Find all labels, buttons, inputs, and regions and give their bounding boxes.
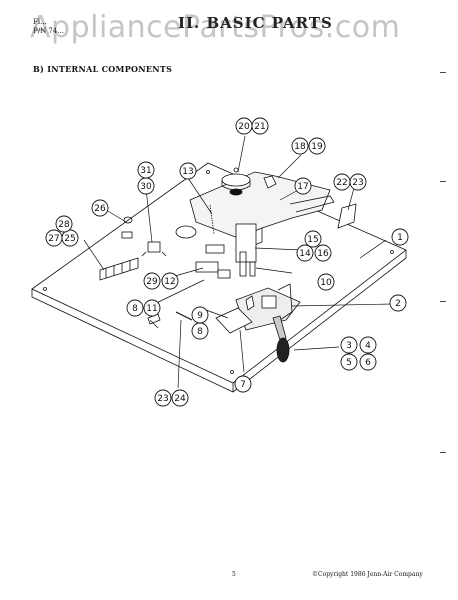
svg-text:5: 5 [346, 358, 352, 368]
svg-text:11: 11 [146, 304, 157, 314]
callout-27: 27 [45, 229, 63, 247]
watermark-text: AppliancePartsPros.com [30, 10, 401, 45]
svg-text:8: 8 [132, 304, 138, 314]
svg-text:23: 23 [352, 178, 363, 188]
callout-22: 22 [333, 173, 351, 191]
page-number: 5 [232, 571, 236, 578]
callout-7: 7 [234, 375, 252, 393]
callout-14: 14 [296, 244, 314, 262]
switch-plate [215, 307, 253, 334]
header-part-info: Fi... P/N 74... [33, 18, 64, 36]
svg-text:9: 9 [197, 311, 203, 321]
svg-text:22: 22 [336, 178, 347, 188]
terminal-block [99, 257, 139, 281]
mounting-bracket [337, 203, 357, 229]
header-left-line1: Fi... [33, 18, 47, 26]
callout-8: 8 [126, 299, 144, 317]
blower-motor [221, 167, 251, 191]
callout-19: 19 [308, 137, 326, 155]
svg-text:28: 28 [58, 220, 70, 230]
control-knob [272, 315, 290, 363]
callout-24: 24 [171, 389, 189, 407]
svg-text:16: 16 [317, 249, 329, 259]
callout-26: 26 [91, 199, 109, 217]
callout-21: 21 [251, 117, 269, 135]
svg-text:3: 3 [346, 341, 352, 351]
duct-column [235, 223, 257, 277]
svg-text:13: 13 [182, 167, 193, 177]
sensor [263, 175, 277, 189]
svg-text:15: 15 [307, 235, 318, 245]
callout-28: 28 [55, 215, 73, 233]
svg-text:12: 12 [164, 277, 175, 287]
svg-text:6: 6 [365, 358, 371, 368]
leader-lines [83, 135, 393, 389]
callout-13: 13 [179, 162, 197, 180]
callout-15: 15 [304, 230, 322, 248]
margin-mark [440, 452, 446, 453]
svg-text:8: 8 [197, 327, 203, 337]
svg-text:7: 7 [240, 380, 246, 390]
callout-6: 6 [359, 353, 377, 371]
callout-11: 11 [143, 299, 161, 317]
page-title: II. BASIC PARTS [178, 14, 333, 32]
svg-text:4: 4 [365, 341, 371, 351]
section-title: B) INTERNAL COMPONENTS [33, 64, 173, 74]
svg-text:30: 30 [140, 182, 152, 192]
plate-opening [175, 225, 197, 239]
svg-text:17: 17 [297, 182, 308, 192]
header-left-line2: P/N 74... [33, 27, 65, 35]
svg-text:21: 21 [254, 122, 265, 132]
callout-16: 16 [314, 244, 332, 262]
svg-text:18: 18 [294, 142, 306, 152]
callout-18: 18 [291, 137, 309, 155]
margin-mark [440, 181, 446, 182]
svg-text:23: 23 [157, 394, 168, 404]
svg-text:31: 31 [140, 166, 151, 176]
svg-text:27: 27 [48, 234, 59, 244]
rod [175, 311, 193, 321]
svg-text:26: 26 [94, 204, 106, 214]
callout-4: 4 [359, 336, 377, 354]
svg-text:2: 2 [395, 299, 401, 309]
callout-8: 8 [191, 322, 209, 340]
svg-text:25: 25 [64, 234, 75, 244]
callout-10: 10 [317, 273, 335, 291]
callout-17: 17 [294, 177, 312, 195]
svg-text:20: 20 [238, 122, 250, 132]
callout-5: 5 [340, 353, 358, 371]
callout-12: 12 [161, 272, 179, 290]
svg-text:14: 14 [299, 249, 311, 259]
callout-31: 31 [137, 161, 155, 179]
svg-text:1: 1 [397, 233, 403, 243]
callout-2: 2 [389, 294, 407, 312]
callout-3: 3 [340, 336, 358, 354]
door-switch [147, 241, 161, 253]
callout-9: 9 [191, 306, 209, 324]
svg-text:29: 29 [146, 277, 158, 287]
callout-23: 23 [154, 389, 172, 407]
svg-text:10: 10 [320, 278, 332, 288]
callout-30: 30 [137, 177, 155, 195]
margin-mark [440, 301, 446, 302]
callout-20: 20 [235, 117, 253, 135]
callout-23: 23 [349, 173, 367, 191]
margin-mark [440, 72, 446, 73]
callout-29: 29 [143, 272, 161, 290]
nut [123, 216, 133, 224]
callout-1: 1 [391, 228, 409, 246]
svg-text:19: 19 [311, 142, 323, 152]
svg-text:24: 24 [174, 394, 186, 404]
relay-blocks [195, 244, 231, 279]
copyright-notice: ©Copyright 1986 Jenn-Air Company [312, 571, 423, 578]
